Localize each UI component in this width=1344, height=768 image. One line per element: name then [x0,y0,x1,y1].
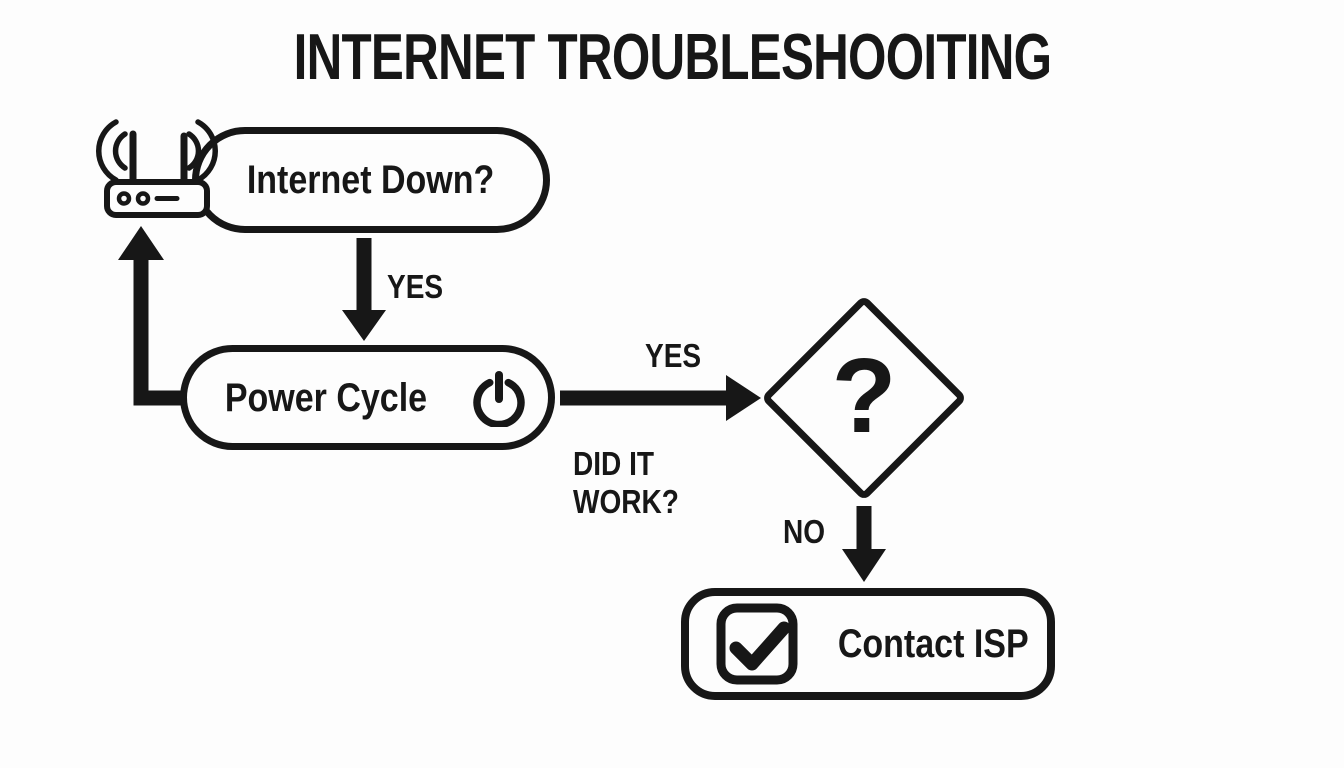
page-title-text: INTERNET TROUBLESHOOITING [293,20,1051,93]
edge-label-did-it-work: DID IT WORK? [573,445,698,521]
power-icon [470,369,528,428]
router-icon [86,110,228,222]
page-title: INTERNET TROUBLESHOOITING [0,24,1344,89]
loopback-arrow [118,226,186,406]
node-power-cycle: Power Cycle [180,345,555,450]
node-decision-label: ? [831,336,897,455]
edge-label-yes-right: YES [645,337,702,374]
node-contact-isp: Contact ISP [681,588,1055,700]
yes-right-arrow [560,375,761,421]
edge-label-yes-down: YES [387,268,444,305]
edge-label-no: NO [783,513,826,550]
did-it-work-line1: DID IT [573,445,655,482]
did-it-work-line2: WORK? [573,483,679,520]
no-down-arrow [842,506,886,582]
node-power-cycle-label: Power Cycle [224,375,427,420]
node-contact-isp-label: Contact ISP [837,622,1029,666]
node-internet-down: Internet Down? [192,127,550,233]
yes-down-arrow [342,238,386,341]
checkbox-check-icon [715,602,799,686]
node-internet-down-label: Internet Down? [247,158,495,202]
